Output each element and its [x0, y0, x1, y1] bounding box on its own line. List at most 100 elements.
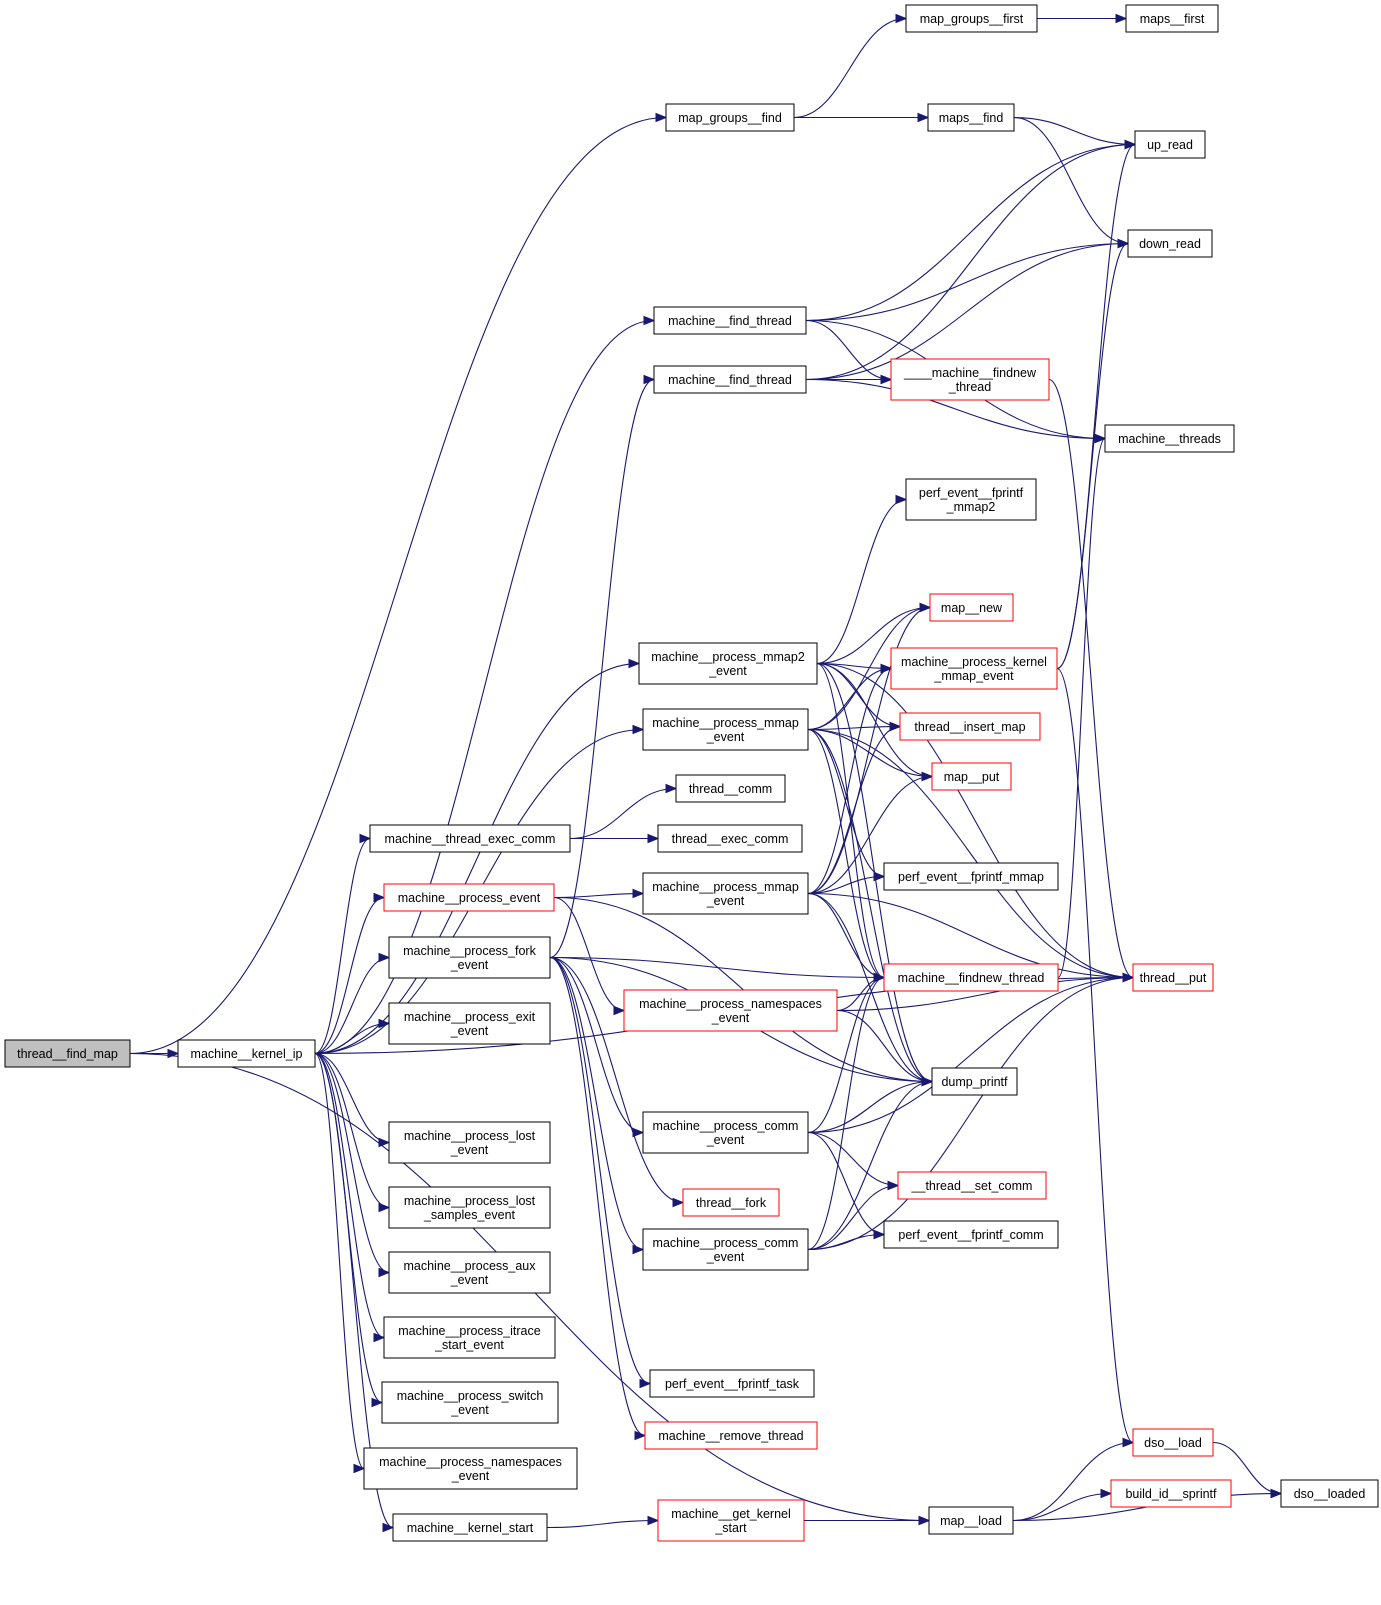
node-machine-find-thread-b[interactable]: machine__find_thread: [653, 365, 807, 394]
node-perf-event-fprintf-task[interactable]: perf_event__fprintf_task: [649, 1369, 815, 1398]
node-dump-printf[interactable]: dump_printf: [931, 1067, 1018, 1096]
node-build-id-sprintf[interactable]: build_id__sprintf: [1110, 1479, 1232, 1508]
node-dso-loaded[interactable]: dso__loaded: [1280, 1479, 1379, 1508]
node-thread-find-map[interactable]: thread__find_map: [4, 1039, 131, 1068]
node-label: _event: [450, 1143, 489, 1157]
node-label: _event: [706, 1250, 745, 1264]
node-map-new[interactable]: map__new: [929, 593, 1014, 622]
edge-machine_process_mmap2_event-to-thread_put: [816, 662, 1134, 979]
node-thread-put[interactable]: thread__put: [1132, 963, 1214, 992]
edge-machine_process_namespaces_event_a-to-thread_put: [836, 976, 1134, 1012]
node-thread-comm[interactable]: thread__comm: [675, 774, 786, 803]
node-machine-process-fork-event[interactable]: machine__process_fork_event: [388, 936, 551, 979]
edge-machine_process_mmap_event_b-to-thread_put: [807, 892, 1134, 979]
node-up-read[interactable]: up_read: [1134, 130, 1206, 159]
node-machine-process-exit-event[interactable]: machine__process_exit_event: [388, 1002, 551, 1045]
arrowhead-icon: [1124, 139, 1137, 150]
edge-machine_kernel_ip-to-machine_kernel_start: [314, 1052, 394, 1529]
arrowhead-icon: [382, 1522, 395, 1533]
node-machine-process-lost-samples-event[interactable]: machine__process_lost_samples_event: [388, 1186, 551, 1229]
arrowhead-icon: [665, 783, 678, 794]
node-label: _event: [450, 1403, 489, 1417]
edge-machine_kernel_ip-to-machine_process_aux_event: [314, 1052, 390, 1274]
node-map-put[interactable]: map__put: [931, 762, 1012, 791]
node-machine-process-comm-event-b[interactable]: machine__process_comm_event: [642, 1228, 809, 1271]
arrowhead-icon: [1115, 13, 1128, 24]
node-machine-thread-exec-comm[interactable]: machine__thread_exec_comm: [369, 824, 571, 853]
edge-machine_process_mmap_event_a-to-thread_insert_map: [807, 725, 901, 731]
arrowhead-icon: [1100, 1488, 1113, 1499]
node-machine-process-comm-event-a[interactable]: machine__process_comm_event: [642, 1111, 809, 1154]
node-thread-set-comm[interactable]: __thread__set_comm: [897, 1171, 1047, 1200]
node-machine-process-event[interactable]: machine__process_event: [383, 883, 555, 912]
node-box: [883, 1220, 1059, 1249]
node-down-read[interactable]: down_read: [1127, 229, 1213, 258]
arrowhead-icon: [887, 1180, 900, 1191]
edge-machine_process_fork_event-to-thread_fork: [549, 956, 684, 1204]
node-perf-event-fprintf-mmap2[interactable]: perf_event__fprintf_mmap2: [905, 478, 1037, 521]
node-label: dump_printf: [941, 1075, 1008, 1089]
node-machine-process-mmap-event-a[interactable]: machine__process_mmap_event: [642, 708, 809, 751]
node-machine-process-switch-event[interactable]: machine__process_switch_event: [381, 1381, 559, 1424]
node-box: [905, 4, 1038, 33]
arrowhead-icon: [634, 1430, 647, 1441]
node-thread-fork[interactable]: thread__fork: [682, 1188, 780, 1217]
node-box: [657, 1499, 805, 1542]
node-map-groups-find[interactable]: map_groups__find: [665, 103, 795, 132]
node-box: [649, 1369, 815, 1398]
node-machine-findnew-thread[interactable]: machine__findnew_thread: [883, 963, 1059, 992]
arrowhead-icon: [918, 1515, 931, 1526]
node-map-load[interactable]: map__load: [928, 1506, 1014, 1535]
node-thread-exec-comm[interactable]: thread__exec_comm: [657, 824, 803, 853]
node-label: _event: [706, 1133, 745, 1147]
edge-machine_kernel_ip-to-machine_process_event: [314, 896, 385, 1055]
node-label: thread__put: [1140, 971, 1207, 985]
node-label: __thread__set_comm: [911, 1179, 1033, 1193]
edge-machine_kernel_start-to-machine_get_kernel_start: [546, 1519, 659, 1529]
node-machine-remove-thread[interactable]: machine__remove_thread: [644, 1421, 818, 1450]
node-label: machine__process_namespaces: [639, 997, 822, 1011]
node-box: [929, 593, 1014, 622]
node-machine-process-aux-event[interactable]: machine__process_aux_event: [388, 1251, 551, 1294]
node-maps-find[interactable]: maps__find: [927, 103, 1015, 132]
node-maps-first[interactable]: maps__first: [1125, 4, 1219, 33]
arrowhead-icon: [880, 663, 893, 674]
node-machine-process-itrace-start-event[interactable]: machine__process_itrace_start_event: [383, 1316, 556, 1359]
node-machine-find-thread-a[interactable]: machine__find_thread: [653, 306, 807, 335]
node-machine-findnew-thread-internal[interactable]: ____machine__findnew_thread: [890, 358, 1050, 401]
arrowhead-icon: [378, 1018, 391, 1029]
arrowhead-icon: [373, 892, 386, 903]
node-machine-process-namespaces-event-a[interactable]: machine__process_namespaces_event: [623, 989, 838, 1032]
edge-maps_find-to-up_read: [1013, 116, 1136, 146]
node-machine-threads[interactable]: machine__threads: [1104, 424, 1235, 453]
node-map-groups-first[interactable]: map_groups__first: [905, 4, 1038, 33]
node-thread-insert-map[interactable]: thread__insert_map: [899, 712, 1041, 741]
node-machine-process-lost-event[interactable]: machine__process_lost_event: [388, 1121, 551, 1164]
node-machine-process-mmap-event-b[interactable]: machine__process_mmap_event: [642, 872, 809, 915]
node-label: _event: [706, 730, 745, 744]
arrowhead-icon: [672, 1197, 685, 1208]
node-label: _thread: [948, 380, 991, 394]
node-machine-kernel-start[interactable]: machine__kernel_start: [392, 1513, 548, 1542]
arrowhead-icon: [917, 112, 930, 123]
node-dso-load[interactable]: dso__load: [1132, 1428, 1214, 1457]
arrowhead-icon: [378, 952, 391, 963]
node-label: _samples_event: [423, 1208, 516, 1222]
node-machine-process-kernel-mmap-event[interactable]: machine__process_kernel_mmap_event: [890, 647, 1058, 690]
arrowhead-icon: [353, 1463, 366, 1474]
node-perf-event-fprintf-comm[interactable]: perf_event__fprintf_comm: [883, 1220, 1059, 1249]
arrowhead-icon: [921, 1076, 934, 1087]
node-machine-process-namespaces-event-b[interactable]: machine__process_namespaces_event: [363, 1447, 578, 1490]
node-perf-event-fprintf-mmap[interactable]: perf_event__fprintf_mmap: [883, 862, 1059, 891]
node-box: [1127, 229, 1213, 258]
node-box: [642, 1111, 809, 1154]
arrowhead-icon: [359, 833, 372, 844]
node-machine-get-kernel-start[interactable]: machine__get_kernel_start: [657, 1499, 805, 1542]
edge-machine_process_mmap2_event-to-perf_event_fprintf_mmap2: [816, 498, 907, 665]
node-box: [642, 872, 809, 915]
node-box: [644, 1421, 818, 1450]
node-label: _start_event: [434, 1338, 504, 1352]
node-machine-kernel-ip[interactable]: machine__kernel_ip: [177, 1039, 316, 1068]
arrowhead-icon: [880, 374, 893, 385]
node-machine-process-mmap2-event[interactable]: machine__process_mmap2_event: [638, 642, 818, 685]
